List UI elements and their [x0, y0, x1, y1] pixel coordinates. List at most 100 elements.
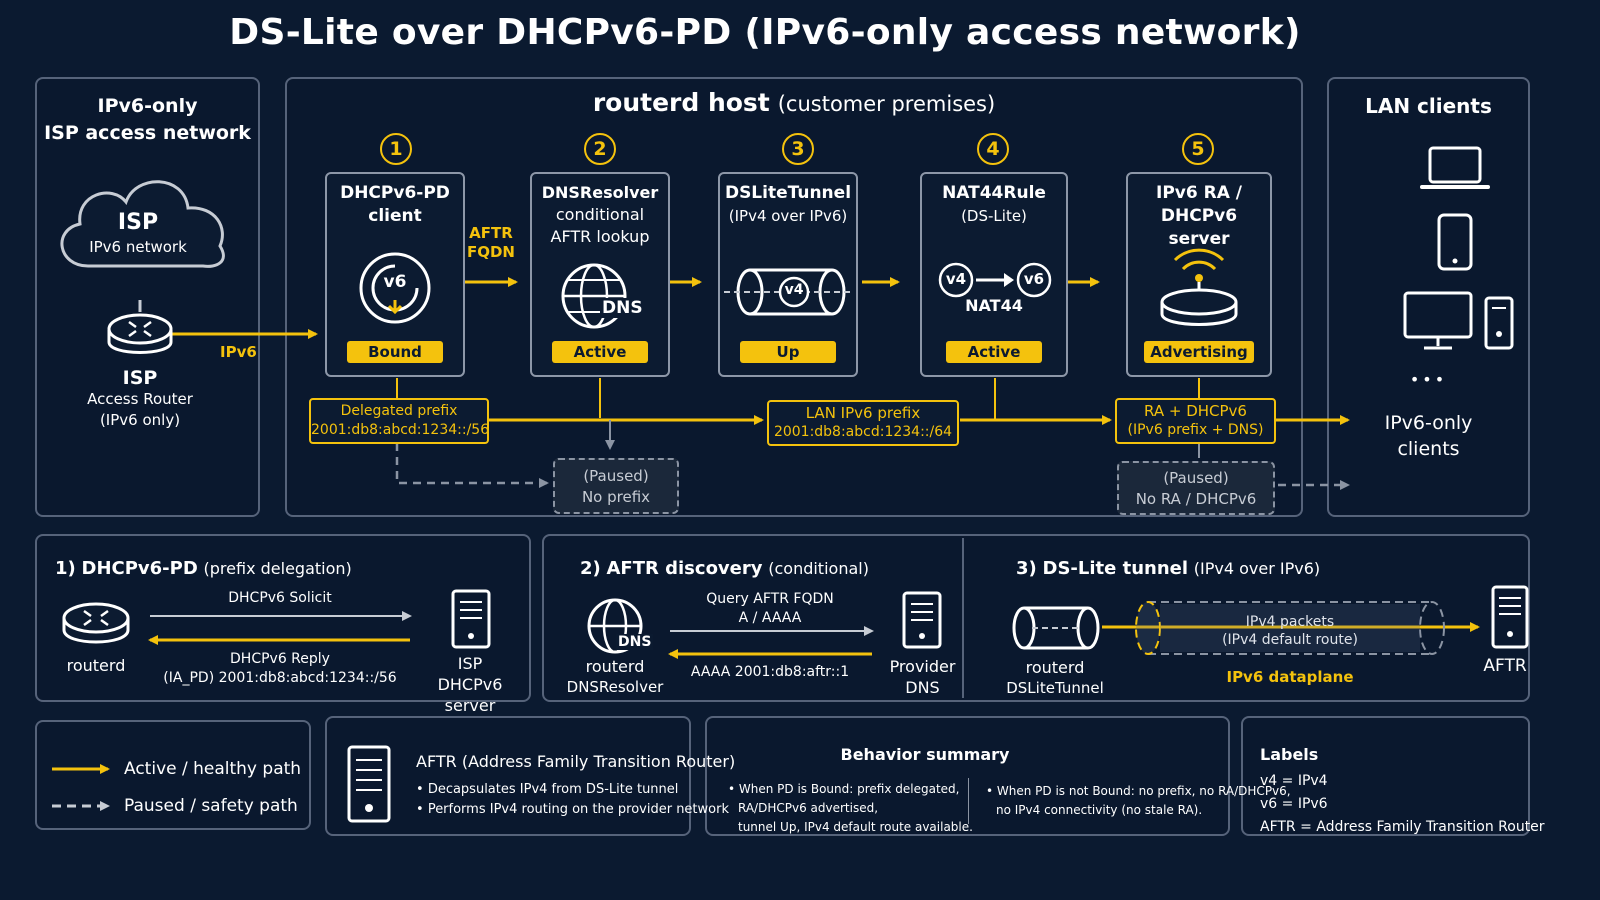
paused-prefix-line2: No prefix — [581, 488, 651, 506]
flow2-left-label-1: routerd — [585, 657, 645, 676]
flow2-msg-bottom: AAAA 2001:db8:aftr::1 — [690, 664, 850, 680]
comp4-title-1: NAT44Rule — [942, 183, 1046, 203]
routerd-host-subheading: (customer premises) — [777, 92, 996, 116]
isp-router-label-3: (IPv6 only) — [99, 411, 181, 429]
delegated-prefix-label: Delegated prefix — [340, 403, 458, 419]
legend-panel — [35, 720, 311, 830]
wifi-router-icon — [1160, 248, 1238, 326]
flow2-heading-sub: (conditional) — [768, 559, 869, 578]
ra-dhcpv6-box: RA + DHCPv6 (IPv6 prefix + DNS) — [1115, 398, 1276, 444]
status-badge-active-dns: Active — [552, 341, 648, 363]
isp-router-label-2: Access Router — [87, 390, 193, 408]
aftr-fqdn-label-1: AFTR — [469, 224, 513, 242]
comp1-title-1: DHCPv6-PD — [340, 183, 450, 203]
lan-prefix-box: LAN IPv6 prefix 2001:db8:abcd:1234::/64 — [767, 400, 959, 446]
flow2-right-label-2: DNS — [905, 678, 940, 697]
labels-panel — [1241, 716, 1530, 836]
comp4-icon-text-a: v4 — [945, 270, 967, 288]
aftr-info-bullet-2: • Performs IPv4 routing on the provider … — [416, 802, 729, 817]
status-badge-active-nat: Active — [946, 341, 1042, 363]
ipv6-link-label: IPv6 — [220, 343, 257, 361]
lan-clients-heading: LAN clients — [1365, 94, 1492, 118]
flow1-heading-num: 1) — [55, 558, 76, 579]
lan-prefix-value: 2001:db8:abcd:1234::/64 — [773, 424, 953, 440]
paused-ra-line2: No RA / DHCPv6 — [1135, 490, 1257, 508]
step-4: 4 — [977, 133, 1009, 165]
step-2: 2 — [584, 133, 616, 165]
behavior-left-1: • When PD is Bound: prefix delegated, — [728, 782, 960, 796]
page-title: DS-Lite over DHCPv6-PD (IPv6-only access… — [229, 12, 1301, 53]
behavior-left-2: RA/DHCPv6 advertised, — [738, 801, 879, 815]
flow2-3-panel — [542, 534, 1530, 702]
cloud-subtitle: IPv6 network — [89, 238, 187, 256]
comp2-title-2: conditional — [555, 205, 645, 224]
delegated-prefix-box: Delegated prefix 2001:db8:abcd:1234::/56 — [309, 398, 489, 444]
flow1-msg-top: DHCPv6 Solicit — [228, 590, 332, 606]
paused-no-prefix-box: (Paused) No prefix — [553, 458, 679, 514]
labels-line-2: v6 = IPv6 — [1260, 796, 1328, 812]
laptop-icon — [1420, 146, 1490, 189]
comp3-title-2: (IPv4 over IPv6) — [728, 207, 848, 225]
flow2-heading-main: AFTR discovery — [606, 558, 763, 579]
comp4-title-2: (DS-Lite) — [961, 207, 1027, 225]
flow3-tunnel-line2: (IPv4 default route) — [1222, 632, 1358, 648]
isp-panel-heading-1: IPv6-only — [97, 95, 198, 117]
isp-access-network-panel — [35, 77, 260, 517]
lan-footer-2: clients — [1397, 438, 1460, 460]
behavior-right-1: • When PD is not Bound: no prefix, no RA… — [986, 784, 1291, 798]
aftr-server-icon — [1491, 585, 1529, 649]
flow2-left-label-2: DNSResolver — [566, 678, 664, 696]
status-badge-bound: Bound — [347, 341, 443, 363]
flow1-msg-bottom-2: (IA_PD) 2001:db8:abcd:1234::/56 — [163, 670, 397, 686]
comp5-title-2: DHCPv6 server — [1160, 206, 1238, 249]
flow3-left-label-1: routerd — [1025, 658, 1085, 677]
flow2-msg-top-1: Query AFTR FQDN — [706, 591, 834, 607]
behavior-divider — [968, 778, 969, 824]
flow2-heading-num: 2) — [580, 558, 601, 579]
nat44-rule-card: NAT44Rule (DS-Lite) v4 v6 NAT44 Active — [920, 172, 1068, 377]
flow3-right-label: AFTR — [1483, 656, 1527, 676]
labels-heading: Labels — [1260, 745, 1319, 764]
dhcpv6-pd-client-card: DHCPv6-PD client v6 Bound — [325, 172, 465, 377]
step-1: 1 — [380, 133, 412, 165]
nat-icon — [938, 262, 1052, 298]
dhcpv6-pd-icon — [359, 252, 431, 324]
ipv6-tunnel-pipe — [1135, 601, 1445, 655]
step-5: 5 — [1182, 133, 1214, 165]
paused-no-ra-box: (Paused) No RA / DHCPv6 — [1117, 461, 1275, 515]
isp-router-label-1: ISP — [122, 367, 158, 389]
flow-divider — [962, 538, 964, 698]
comp4-icon-caption: NAT44 — [965, 296, 1023, 315]
aftr-info-server-icon — [347, 745, 391, 823]
legend-paused-label: Paused / safety path — [124, 796, 298, 816]
status-badge-advertising: Advertising — [1144, 341, 1254, 363]
phone-icon — [1437, 213, 1473, 271]
flow3-dataplane-label: IPv6 dataplane — [1226, 668, 1354, 686]
dhcpv6-server-icon — [451, 589, 491, 649]
routerd-router-icon — [62, 602, 130, 644]
dns-resolver-globe-icon — [587, 598, 643, 654]
paused-prefix-path — [395, 443, 549, 488]
labels-line-3: AFTR = Address Family Transition Router — [1260, 819, 1545, 835]
paused-prefix-line1: (Paused) — [583, 467, 649, 485]
cloud-title: ISP — [117, 210, 159, 235]
aftr-info-bullet-1: • Decapsulates IPv4 from DS-Lite tunnel — [416, 782, 679, 797]
behavior-summary-panel — [705, 716, 1230, 836]
routerd-host-heading: routerd host — [592, 88, 770, 117]
step-3: 3 — [782, 133, 814, 165]
isp-router-icon — [107, 300, 173, 354]
isp-panel-heading-2: ISP access network — [44, 122, 251, 144]
ra-box-label: RA + DHCPv6 — [1144, 402, 1247, 420]
lan-prefix-label: LAN IPv6 prefix — [805, 404, 921, 422]
aftr-info-heading: AFTR (Address Family Transition Router) — [416, 752, 736, 771]
comp2-icon-text: DNS — [600, 298, 645, 318]
flow3-tunnel-line1: IPv4 packets — [1245, 614, 1335, 630]
comp1-title-2: client — [368, 206, 422, 226]
comp3-title-1: DSLiteTunnel — [724, 183, 852, 203]
aftr-info-panel — [325, 716, 691, 836]
cloud-icon — [60, 180, 225, 268]
dns-resolver-card: DNSResolver conditional AFTR lookup DNS … — [530, 172, 670, 377]
flow3-heading-main: DS-Lite tunnel — [1042, 558, 1189, 579]
comp2-title-3: AFTR lookup — [550, 227, 650, 246]
labels-line-1: v4 = IPv4 — [1260, 773, 1328, 789]
